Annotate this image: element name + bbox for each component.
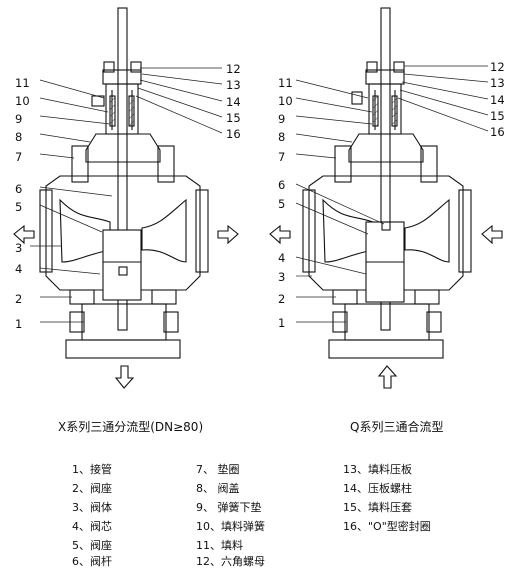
right-callout-1: 1 xyxy=(278,316,286,330)
legend-item: 14、压板螺柱 xyxy=(343,482,412,495)
left-callout-14: 14 xyxy=(226,95,241,109)
right-callout-5: 5 xyxy=(278,197,286,211)
left-callout-16: 16 xyxy=(226,127,241,141)
legend-item: 13、填料压板 xyxy=(343,463,412,476)
legend-item: 15、填料压套 xyxy=(343,501,412,514)
left-callout-1: 1 xyxy=(15,317,23,331)
left-callout-10: 10 xyxy=(15,94,30,108)
left-callout-6: 6 xyxy=(15,182,23,196)
legend-item: 11、填料 xyxy=(196,539,243,552)
legend-item: 12、六角螺母 xyxy=(196,555,265,568)
right-callout-15: 15 xyxy=(490,109,505,123)
left-callout-8: 8 xyxy=(15,130,23,144)
left-callout-9: 9 xyxy=(15,112,23,126)
legend-item: 8、 阀盖 xyxy=(196,482,240,495)
right-valve-drawing xyxy=(269,7,503,389)
legend-item: 16、"O"型密封圈 xyxy=(343,520,431,533)
right-callout-12: 12 xyxy=(490,60,505,74)
legend-item: 6、阀杆 xyxy=(72,555,112,568)
right-callout-7: 7 xyxy=(278,150,286,164)
legend-item: 4、阀芯 xyxy=(72,520,112,533)
left-callout-2: 2 xyxy=(15,292,23,306)
right-callout-8: 8 xyxy=(278,130,286,144)
left-callout-13: 13 xyxy=(226,78,241,92)
left-callout-15: 15 xyxy=(226,111,241,125)
left-callout-11: 11 xyxy=(15,76,30,90)
legend-item: 5、阀座 xyxy=(72,539,112,552)
right-callout-4: 4 xyxy=(278,251,286,265)
legend-item: 9、 弹簧下垫 xyxy=(196,501,262,514)
right-callout-14: 14 xyxy=(490,93,505,107)
valve-diagram xyxy=(13,7,503,389)
left-valve-drawing xyxy=(13,7,239,389)
left-callout-5: 5 xyxy=(15,200,23,214)
right-callout-11: 11 xyxy=(278,76,293,90)
left-callout-3: 3 xyxy=(15,241,23,255)
legend-item: 7、 垫圈 xyxy=(196,463,240,476)
right-callout-6: 6 xyxy=(278,178,286,192)
left-callout-7: 7 xyxy=(15,150,23,164)
right-callout-3: 3 xyxy=(278,270,286,284)
left-callout-12: 12 xyxy=(226,62,241,76)
legend-item: 2、阀座 xyxy=(72,482,112,495)
legend-item: 1、接管 xyxy=(72,463,112,476)
right-callout-10: 10 xyxy=(278,94,293,108)
right-callout-9: 9 xyxy=(278,112,286,126)
left-callout-4: 4 xyxy=(15,262,23,276)
right-callout-2: 2 xyxy=(278,292,286,306)
legend-item: 3、阀体 xyxy=(72,501,112,514)
right-valve-caption: Q系列三通合流型 xyxy=(350,420,444,434)
legend-item: 10、填料弹簧 xyxy=(196,520,265,533)
left-valve-caption: X系列三通分流型(DN≥80) xyxy=(58,420,204,434)
right-callout-13: 13 xyxy=(490,76,505,90)
right-callout-16: 16 xyxy=(490,125,505,139)
